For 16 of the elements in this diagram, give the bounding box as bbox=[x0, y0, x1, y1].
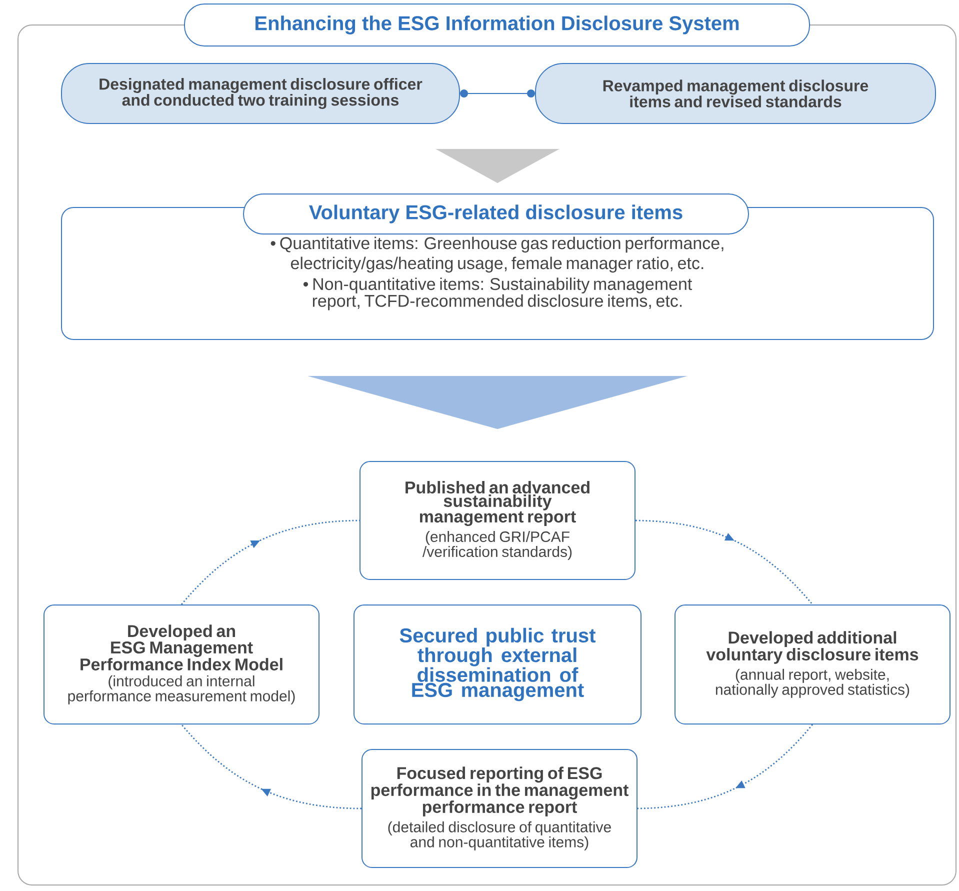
process-pill: Designated management disclosure officer and conducted two training sessions bbox=[61, 63, 460, 124]
chevron-arrow bbox=[436, 148, 560, 183]
heading-pill: Voluntary ESG-related disclosure items bbox=[243, 194, 749, 234]
step-box: Published an advanced sustainability management report (enhanced GRI/PCAF /verification standards) bbox=[360, 461, 636, 580]
step-box: Secured public trust through external dissemination of ESG management bbox=[354, 604, 642, 724]
connector-line bbox=[460, 90, 535, 98]
dotted-arrow bbox=[635, 520, 814, 605]
dotted-arrow bbox=[180, 724, 362, 810]
dotted-arrow bbox=[180, 520, 360, 605]
process-pill: Revamped management disclosure items and revised standards bbox=[535, 63, 936, 124]
title-pill: Enhancing the ESG Information Disclosure System bbox=[184, 4, 810, 46]
chevron-arrow bbox=[308, 376, 688, 429]
step-box: Developed additional voluntary disclosure items (annual report, website, nationally approved statistics) bbox=[674, 604, 950, 724]
step-box: Focused reporting of ESG performance in the management performance report (detailed disclosure of quantitative and non-quantitative items) bbox=[362, 749, 638, 868]
step-box: Developed an ESG Management Performance Index Model (introduced an internal performance measurement model) bbox=[44, 604, 320, 724]
dotted-arrow bbox=[637, 724, 814, 810]
